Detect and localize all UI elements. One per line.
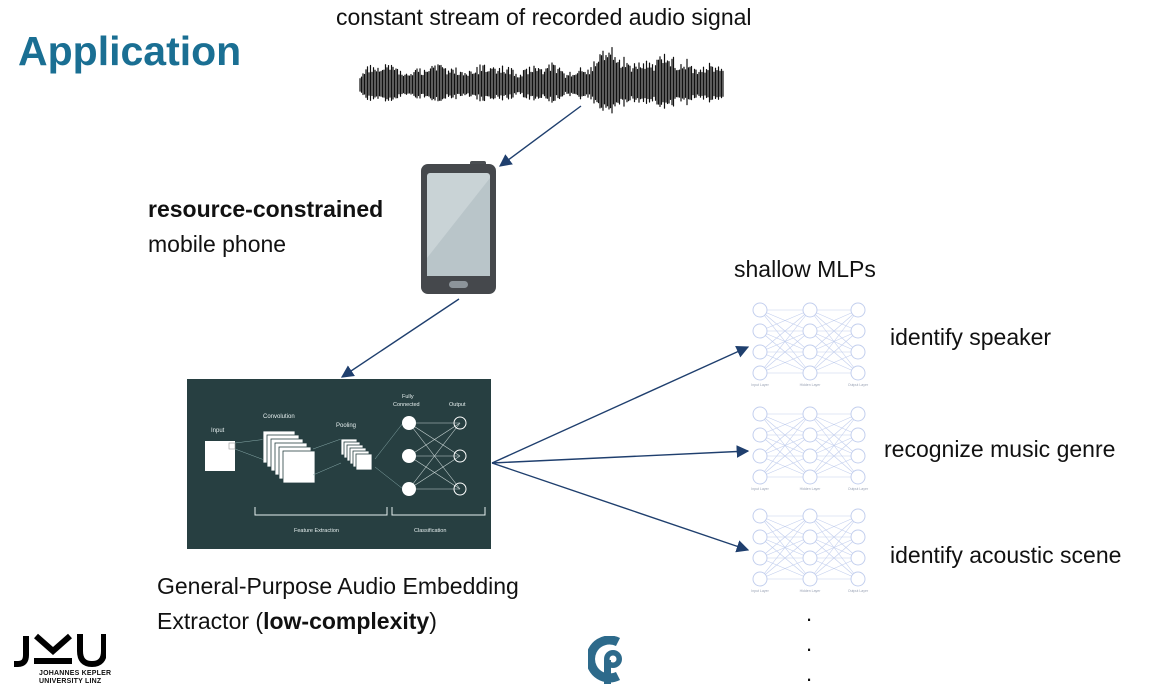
mlp-layer-label: Hidden Layer xyxy=(800,487,822,491)
slide-title: Application xyxy=(18,28,242,74)
task-identify-acoustic-scene: identify acoustic scene xyxy=(890,542,1122,568)
mlp-network-icon: Input Layer Hidden Layer Output Layer xyxy=(751,406,869,491)
extractor-caption-prefix: Extractor ( xyxy=(157,608,264,634)
mlp-layer-label: Output Layer xyxy=(848,487,869,491)
cnn-input-square xyxy=(205,441,235,471)
mlp-layer-label: Output Layer xyxy=(848,589,869,593)
arrow-extractor-to-mlp-2 xyxy=(491,445,750,464)
mlp-layer-label: Hidden Layer xyxy=(800,383,822,387)
cnn-fully-connected-network xyxy=(402,416,467,496)
extractor-caption-suffix: ) xyxy=(429,608,437,634)
cnn-output-label: Output xyxy=(449,402,466,408)
jku-line1: JOHANNES KEPLER xyxy=(39,670,112,677)
cnn-convolution-label: Convolution xyxy=(263,414,295,420)
arrow-stream-to-phone xyxy=(498,105,582,167)
audio-stream-label: constant stream of recorded audio signal xyxy=(336,4,752,30)
arrow-extractor-to-mlp-1 xyxy=(491,345,750,464)
mlp-layer-label: Hidden Layer xyxy=(800,589,822,593)
cnn-diagram-icon: Input Convolution Pooling Fully Connecte… xyxy=(187,379,491,549)
cp-logo xyxy=(588,636,622,684)
mlp-network-icon: Input Layer Hidden Layer Output Layer xyxy=(751,302,869,387)
cnn-pooling-label: Pooling xyxy=(336,423,356,429)
ellipsis-dot: . xyxy=(806,631,813,656)
task-identify-speaker: identify speaker xyxy=(890,324,1052,350)
mlp-layer-label: Input Layer xyxy=(751,487,769,491)
task-recognize-music-genre: recognize music genre xyxy=(884,436,1116,462)
mlp-network-icon: Input Layer Hidden Layer Output Layer xyxy=(751,508,869,593)
cnn-input-label: Input xyxy=(211,428,225,434)
phone-caption: resource-constrained mobile phone xyxy=(148,192,383,262)
arrow-phone-to-extractor xyxy=(340,298,460,378)
mlp-layer-label: Output Layer xyxy=(848,383,869,387)
cnn-classification-label: Classification xyxy=(414,528,446,534)
cnn-fc-label-2: Connected xyxy=(393,402,420,408)
shallow-mlps-label: shallow MLPs xyxy=(734,256,876,282)
cnn-fc-label-1: Fully xyxy=(402,394,414,400)
cnn-pooling-stack xyxy=(340,438,373,471)
extractor-caption-bold: low-complexity xyxy=(263,608,430,634)
mobile-phone-icon xyxy=(421,161,496,294)
jku-logo xyxy=(14,633,106,668)
waveform-icon xyxy=(359,47,724,114)
cnn-convolution-stack xyxy=(262,430,316,484)
mlp-layer-label: Input Layer xyxy=(751,589,769,593)
phone-caption-bold: resource-constrained xyxy=(148,196,384,222)
extractor-caption-line1: General-Purpose Audio Embedding xyxy=(157,573,519,599)
jku-logo-subtitle: JOHANNES KEPLER UNIVERSITY LINZ xyxy=(39,670,111,686)
ellipsis-dot: . xyxy=(806,661,813,686)
arrow-extractor-to-mlp-3 xyxy=(491,462,750,553)
phone-caption-normal: mobile phone xyxy=(148,231,287,257)
extractor-caption: General-Purpose Audio Embedding Extracto… xyxy=(157,569,519,639)
cnn-feature-extraction-label: Feature Extraction xyxy=(294,528,339,534)
mlp-layer-label: Input Layer xyxy=(751,383,769,387)
jku-line2: UNIVERSITY LINZ xyxy=(39,678,102,685)
ellipsis-dot: . xyxy=(806,601,813,626)
